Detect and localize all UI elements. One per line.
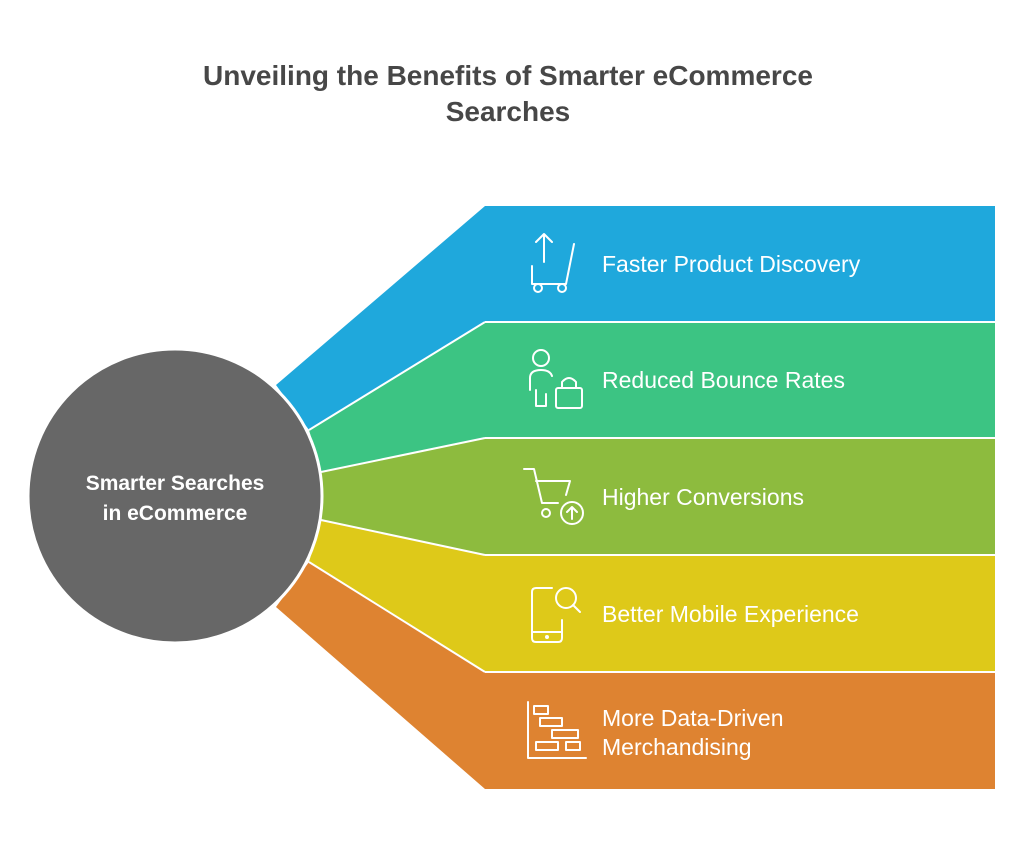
mobile-search-icon bbox=[531, 587, 581, 643]
separator-2 bbox=[320, 437, 486, 473]
branch-band-1 bbox=[276, 206, 995, 430]
branch-label-faster-product-discovery: Faster Product Discovery bbox=[602, 251, 861, 277]
cart-arrow-up-icon bbox=[531, 233, 575, 293]
cart-upload-icon bbox=[523, 468, 584, 525]
separator-4 bbox=[308, 561, 486, 673]
hub: Smarter Searches in eCommerce bbox=[26, 347, 324, 645]
branch-better-mobile-experience: Better Mobile Experience bbox=[309, 520, 995, 672]
branch-more-data-driven-merchandising: More Data-Driven Merchandising bbox=[276, 562, 995, 789]
branch-faster-product-discovery: Faster Product Discovery bbox=[276, 206, 995, 430]
band-separators bbox=[308, 321, 995, 673]
branch-label-better-mobile-experience: Better Mobile Experience bbox=[602, 601, 859, 627]
separator-1 bbox=[308, 321, 486, 431]
branch-band-2 bbox=[309, 322, 995, 472]
hub-label-line1: Smarter Searches bbox=[86, 472, 265, 495]
branch-band-3 bbox=[321, 438, 995, 555]
separator-3 bbox=[320, 519, 486, 556]
branch-label-line1-more-data-driven: More Data-Driven bbox=[602, 705, 784, 731]
branch-label-higher-conversions: Higher Conversions bbox=[602, 484, 804, 510]
branch-label-reduced-bounce-rates: Reduced Bounce Rates bbox=[602, 367, 845, 393]
diagram-title: Unveiling the Benefits of Smarter eComme… bbox=[203, 60, 813, 127]
branch-higher-conversions: Higher Conversions bbox=[321, 438, 995, 555]
branch-band-5 bbox=[276, 562, 995, 789]
hub-label-line2: in eCommerce bbox=[103, 502, 248, 525]
branch-label-line2-merchandising: Merchandising bbox=[602, 734, 752, 760]
branch-band-4 bbox=[309, 520, 995, 672]
person-shopping-bag-icon bbox=[529, 349, 583, 409]
gantt-chart-icon bbox=[527, 701, 587, 759]
hub-circle bbox=[26, 347, 324, 645]
branch-reduced-bounce-rates: Reduced Bounce Rates bbox=[309, 322, 995, 472]
